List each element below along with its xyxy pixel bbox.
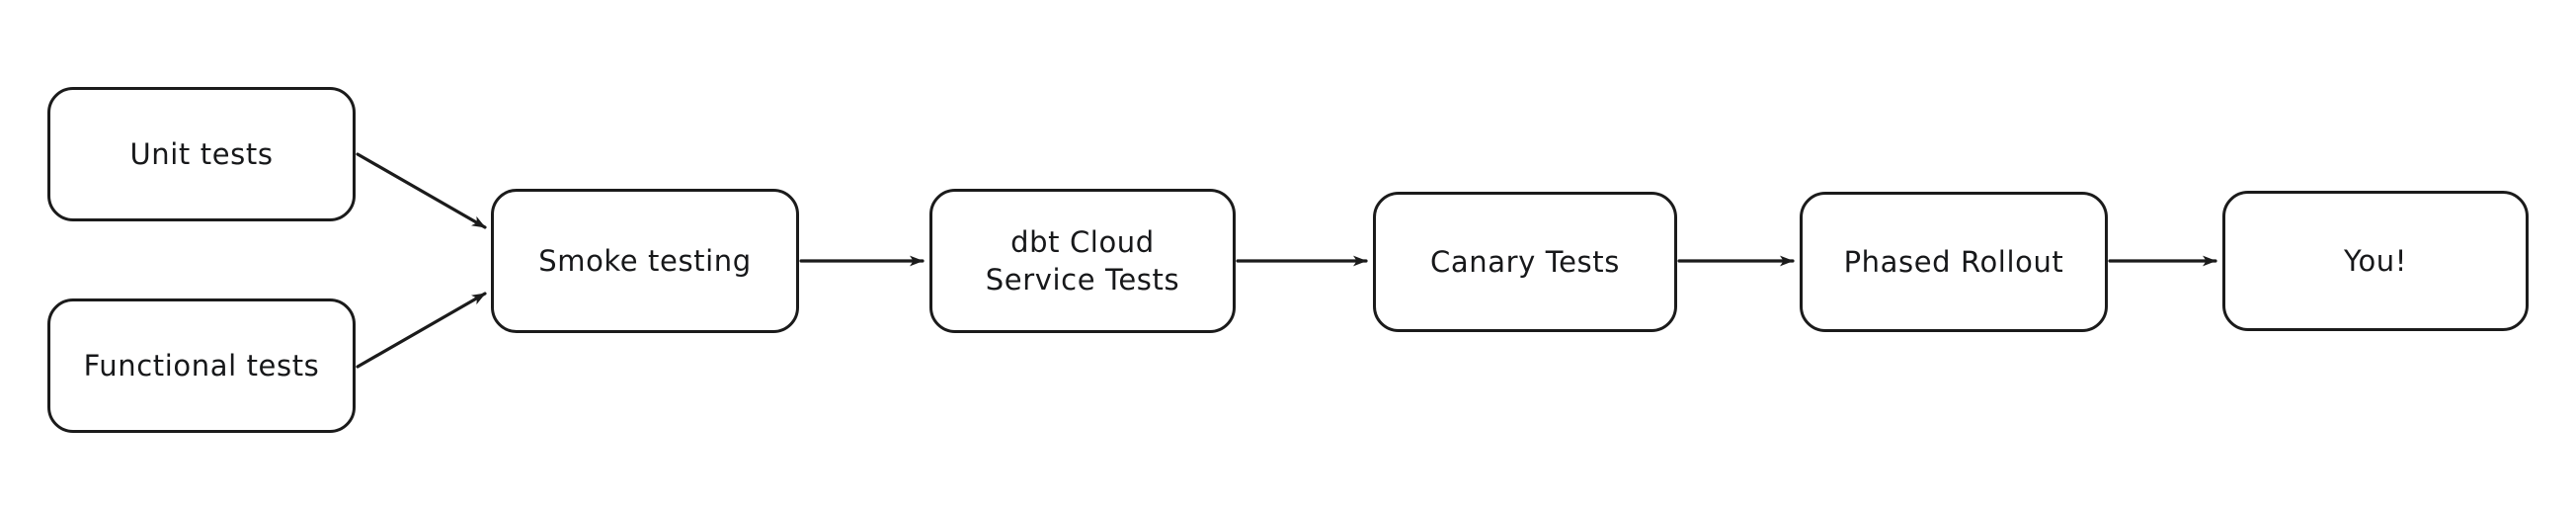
- edge-unit-tests-to-smoke-testing: [356, 152, 487, 229]
- node-you[interactable]: You!: [2222, 191, 2529, 331]
- node-smoke-testing[interactable]: Smoke testing: [491, 189, 799, 333]
- node-you-label: You!: [2343, 243, 2407, 278]
- node-dbt-cloud-service-tests[interactable]: dbt Cloud Service Tests: [929, 189, 1236, 333]
- node-smoke-testing-label: Smoke testing: [538, 243, 752, 278]
- node-dbt-cloud-service-tests-label: dbt Cloud Service Tests: [985, 224, 1180, 297]
- node-phased-rollout[interactable]: Phased Rollout: [1800, 192, 2108, 332]
- node-canary-tests[interactable]: Canary Tests: [1373, 192, 1677, 332]
- node-unit-tests-label: Unit tests: [129, 136, 274, 171]
- edge-functional-tests-to-smoke-testing: [356, 292, 487, 369]
- node-canary-tests-label: Canary Tests: [1430, 244, 1620, 279]
- node-unit-tests[interactable]: Unit tests: [47, 87, 356, 221]
- node-phased-rollout-label: Phased Rollout: [1843, 244, 2064, 279]
- node-functional-tests-label: Functional tests: [83, 348, 320, 382]
- node-functional-tests[interactable]: Functional tests: [47, 298, 356, 433]
